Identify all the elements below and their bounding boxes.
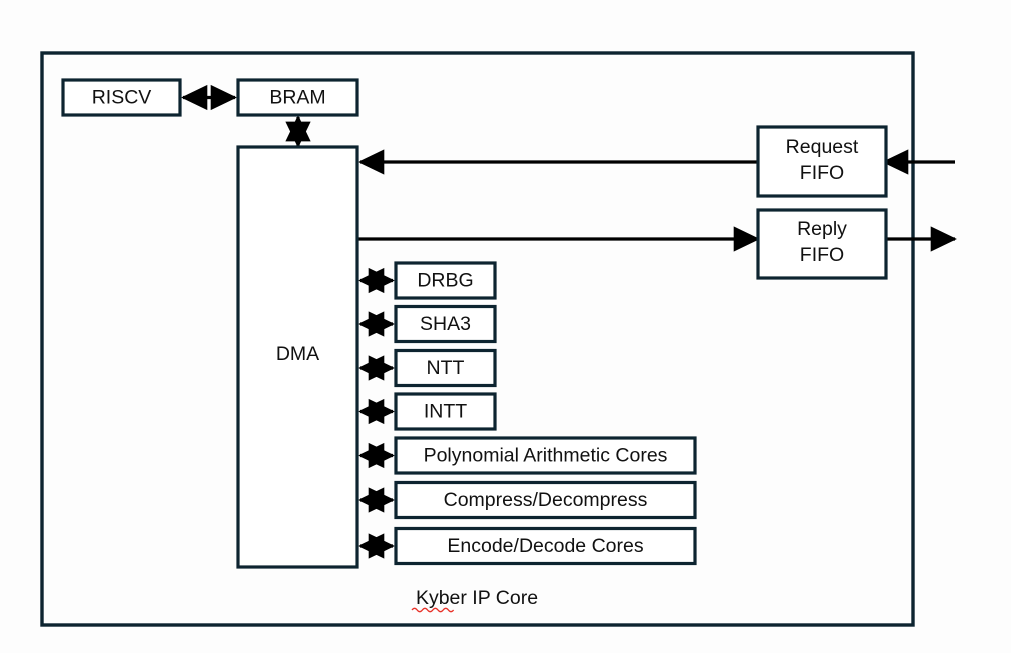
block-drbg-label: DRBG [417,270,473,292]
block-compress-decompress-label: Compress/Decompress [444,489,648,511]
block-sha3[interactable]: SHA3 [394,304,497,344]
block-bram-label: BRAM [269,87,325,109]
kyber-ip-core-boundary [40,51,915,627]
block-compress-decompress[interactable]: Compress/Decompress [394,480,697,520]
core-blocks: DRBG SHA3 NTT INTT Polynomial Arithmetic… [394,261,697,566]
block-polynomial-arithmetic-cores-label: Polynomial Arithmetic Cores [424,445,668,467]
block-request-fifo[interactable]: Request FIFO [756,125,888,198]
block-encode-decode-cores[interactable]: Encode/Decode Cores [394,526,697,566]
block-bram[interactable]: BRAM [236,78,359,117]
diagram-caption-label: Kyber IP Core [416,587,538,609]
block-reply-fifo[interactable]: Reply FIFO [756,208,888,280]
block-riscv-label: RISCV [92,87,152,109]
block-polynomial-arithmetic-cores[interactable]: Polynomial Arithmetic Cores [394,436,697,475]
spellcheck-squiggle-underline [411,607,455,613]
block-dma[interactable]: DMA [236,145,359,569]
dma-core-links [358,267,395,559]
block-reply-fifo-label-line2: FIFO [800,244,844,266]
block-request-fifo-label-line1: Request [786,136,859,158]
diagram-caption: Kyber IP Core [411,587,538,613]
block-reply-fifo-label-line1: Reply [797,218,847,240]
block-drbg[interactable]: DRBG [394,261,497,300]
block-ntt[interactable]: NTT [394,348,497,388]
block-sha3-label: SHA3 [420,313,471,335]
block-riscv[interactable]: RISCV [61,78,182,117]
block-request-fifo-label-line2: FIFO [800,162,844,184]
block-ntt-label: NTT [427,357,465,379]
block-dma-label: DMA [276,343,319,365]
block-intt-label: INTT [424,401,467,423]
block-encode-decode-cores-label: Encode/Decode Cores [447,535,643,557]
block-intt[interactable]: INTT [394,392,497,431]
